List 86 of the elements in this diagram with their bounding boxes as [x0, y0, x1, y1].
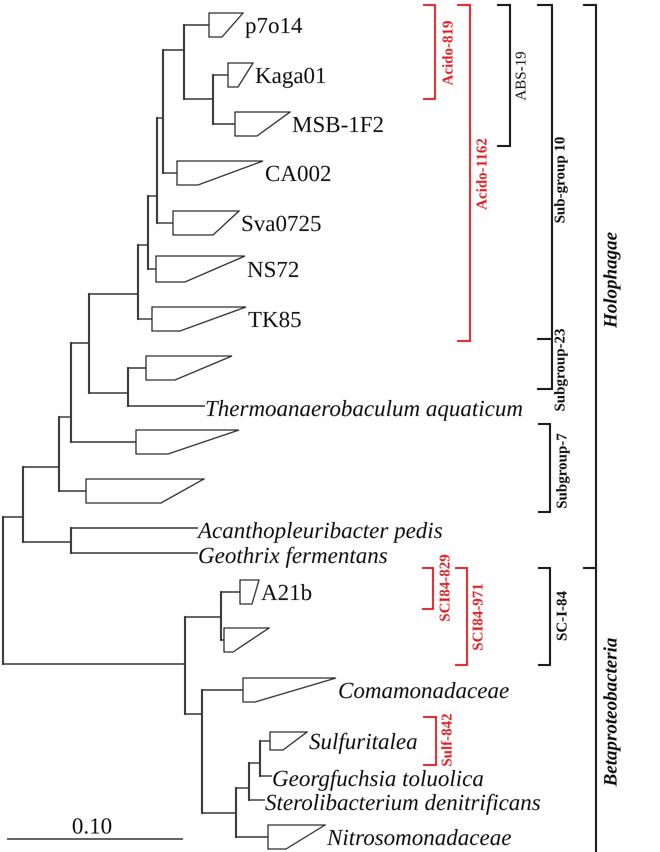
branch-line: [202, 812, 236, 814]
vertical-branch-line: [147, 195, 149, 270]
branch-line: [213, 123, 235, 125]
scale-label: 0.10: [72, 814, 112, 838]
group-label: Subgroup-7: [556, 433, 570, 509]
vertical-branch-line: [184, 616, 186, 715]
collapsed-clade-triangle: [85, 478, 205, 504]
vertical-branch-line: [70, 342, 72, 443]
branch-line: [236, 787, 249, 789]
branch-line: [249, 762, 260, 764]
group-label: Acido-1162: [476, 138, 490, 210]
branch-line: [71, 552, 198, 554]
taxon-name: Comamonadaceae: [338, 678, 510, 702]
branch-line: [163, 49, 184, 51]
branch-line: [3, 663, 185, 665]
clade-label: MSB-1F2: [292, 112, 384, 136]
vertical-branch-line: [235, 787, 237, 838]
branch-line: [185, 616, 221, 618]
branch-line: [128, 405, 205, 407]
branch-line: [89, 392, 128, 394]
clade-label: Kaga01: [255, 64, 327, 86]
clade-label: CA002: [265, 162, 332, 184]
branch-line: [260, 775, 272, 777]
branch-line: [3, 516, 23, 518]
clade-label: NS72: [247, 258, 300, 280]
species-name: Geothrix fermentans: [198, 544, 388, 566]
branch-line: [236, 836, 268, 838]
branch-line: [202, 689, 243, 691]
vertical-branch-line: [201, 689, 203, 814]
clade-label: p7o14: [245, 14, 302, 36]
branch-line: [184, 24, 209, 26]
vertical-branch-line: [58, 416, 60, 492]
branch-line: [23, 541, 71, 543]
taxon-name: Sulfuritalea: [309, 730, 418, 752]
vertical-branch-line: [183, 24, 185, 100]
branch-line: [221, 591, 240, 593]
branch-line: [157, 222, 173, 224]
branch-line: [249, 799, 265, 801]
branch-line: [128, 367, 146, 369]
branch-line: [260, 740, 270, 742]
group-label: Holophagae: [602, 232, 620, 328]
group-label: SCI84-829: [438, 554, 454, 622]
branch-line: [89, 293, 138, 295]
vertical-branch-line: [156, 117, 158, 224]
collapsed-clade-triangle: [135, 429, 240, 455]
vertical-branch-line: [212, 74, 214, 125]
taxon-name: Nitrosomonadaceae: [327, 826, 512, 848]
clade-label: A21b: [261, 580, 312, 604]
branch-line: [184, 98, 213, 100]
branch-line: [138, 244, 148, 246]
group-label: Betaproteobacteria: [602, 638, 620, 786]
vertical-branch-line: [22, 466, 24, 543]
species-name: Acanthopleuribacter pedis: [198, 518, 443, 542]
vertical-branch-line: [248, 762, 250, 801]
vertical-branch-line: [220, 591, 222, 641]
branch-line: [23, 466, 59, 468]
species-name: Georgfuchsia toluolica: [272, 766, 484, 790]
branch-line: [213, 74, 228, 76]
group-label: Subgroup-23: [554, 328, 568, 412]
branch-line: [71, 441, 136, 443]
branch-line: [59, 490, 86, 492]
collapsed-clade-triangle: [145, 355, 233, 381]
vertical-branch-line: [162, 49, 164, 174]
vertical-branch-line: [88, 293, 90, 394]
species-name: Sterolibacterium denitrificans: [265, 790, 541, 814]
branch-line: [138, 318, 152, 320]
vertical-branch-line: [127, 367, 129, 407]
group-label: Sub-group 10: [554, 136, 568, 224]
branch-line: [163, 172, 177, 174]
group-label: SC-I-84: [556, 591, 570, 641]
group-label: ABS-19: [514, 51, 530, 101]
vertical-branch-line: [137, 244, 139, 320]
branch-line: [185, 713, 202, 715]
branch-line: [71, 342, 89, 344]
vertical-branch-line: [2, 516, 4, 665]
species-name: Thermoanaerobaculum aquaticum: [205, 396, 523, 420]
clade-label: TK85: [248, 308, 302, 330]
group-label: Acido-819: [442, 20, 456, 86]
group-label: SCI84-971: [472, 583, 486, 651]
vertical-branch-line: [70, 527, 72, 554]
collapsed-clade-triangle: [223, 627, 270, 653]
vertical-branch-line: [259, 740, 261, 777]
branch-line: [59, 416, 71, 418]
branch-line: [71, 527, 198, 529]
group-label: Sulf-842: [440, 713, 456, 767]
clade-label: Sva0725: [241, 212, 322, 234]
